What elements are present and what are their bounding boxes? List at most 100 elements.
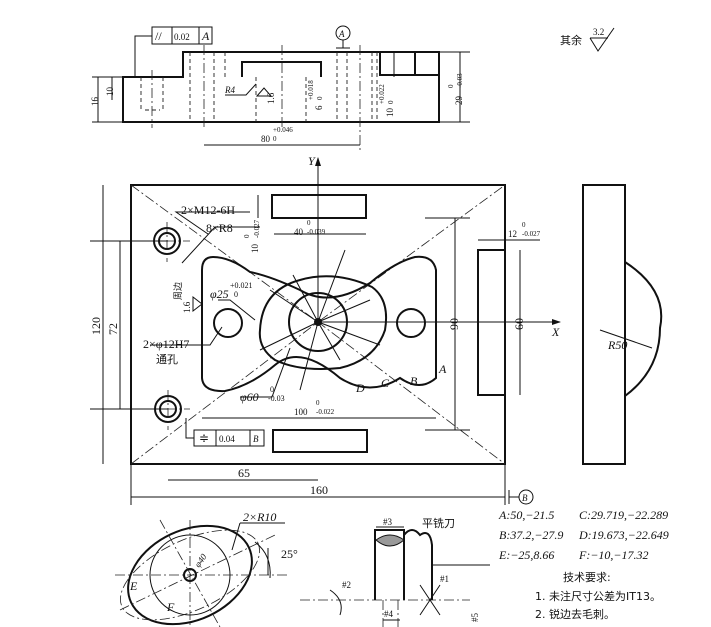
cam-profile xyxy=(201,255,437,393)
angle-arc xyxy=(254,541,271,579)
fcf-value: 0.02 xyxy=(174,32,190,42)
detail-view: 25° 2×R10 φ40 E F xyxy=(115,510,298,627)
roughness-value: 1.6 xyxy=(266,92,276,104)
perimeter-roughness-symbol xyxy=(192,295,203,313)
perimeter-roughness: 1.6 xyxy=(182,301,192,313)
dimension-lines xyxy=(90,185,540,505)
key-section xyxy=(477,249,506,396)
r10-leader xyxy=(231,522,285,551)
dim-10b-tol-upper: +0.022 xyxy=(378,84,386,104)
axis-x-label: X xyxy=(551,325,560,339)
symmetry-fcf: ≑ 0.04 B xyxy=(185,418,265,447)
cutter-label: 平铣刀 xyxy=(422,516,455,530)
dim-16: 16 xyxy=(90,97,100,107)
dim-160: 160 xyxy=(310,483,328,497)
dim-10-tol-upper: 0 xyxy=(243,234,251,238)
angle-label: 25° xyxy=(281,547,298,561)
phi25-tol-lower: 0 xyxy=(234,290,238,299)
phi60-label: φ60 xyxy=(240,390,259,404)
detail-profile xyxy=(127,524,253,626)
cutter-outline xyxy=(374,529,433,600)
side-view: R50 12 0 -0.027 60 xyxy=(477,184,663,465)
point-b: B xyxy=(410,374,418,388)
radius-r4: R4 xyxy=(224,85,235,95)
phi60-tol-lower: -0.03 xyxy=(268,394,285,403)
dim-10: 10 xyxy=(250,244,260,254)
dim-10b-tol-lower: 0 xyxy=(387,100,395,104)
coord-d: D:19.673,−22.649 xyxy=(578,528,669,542)
radial-lines xyxy=(259,249,381,391)
hole-note-through: 通孔 xyxy=(156,353,178,366)
point-d: D xyxy=(355,381,365,395)
coord-e: E:−25,8.66 xyxy=(498,548,554,562)
requirement-1: 1. 未注尺寸公差为IT13。 xyxy=(535,589,661,603)
dim-120: 120 xyxy=(89,317,103,335)
perimeter-label: 周边 xyxy=(173,282,184,300)
label-2: #2 xyxy=(342,580,351,590)
coord-c: C:29.719,−22.289 xyxy=(579,508,668,522)
dim-10-tol-lower: -0.027 xyxy=(253,219,261,238)
r50-leader xyxy=(599,329,653,349)
center-lines xyxy=(151,45,361,150)
datum-a-mark xyxy=(336,40,350,49)
r4-leader xyxy=(225,83,257,96)
phi60-tol-upper: 0 xyxy=(270,385,274,394)
fcf-leader xyxy=(134,35,152,77)
tool-centerlines xyxy=(300,599,470,627)
roughness-symbol xyxy=(255,87,273,97)
dim-29-tol-lower: -0.03 xyxy=(456,73,464,88)
technical-requirements: 技术要求: 1. 未注尺寸公差为IT13。 2. 锐边去毛刺。 xyxy=(535,571,661,621)
phi40-label: φ40 xyxy=(192,552,208,570)
dim-100-tol-lower: -0.022 xyxy=(316,408,335,416)
dim-100-tol-upper: 0 xyxy=(316,399,320,407)
top-view: // 0.02 A A 16 10 R4 1.6 6 +0.018 0 10 +… xyxy=(90,25,615,150)
cutter-hatch xyxy=(375,534,405,547)
side-outline xyxy=(582,184,626,465)
dim-40: 40 xyxy=(294,227,304,237)
dim-6: 6 xyxy=(314,105,324,110)
dim-12-tol-upper: 0 xyxy=(522,221,526,229)
rest-roughness-label: 其余 xyxy=(560,33,582,47)
rest-roughness-value: 3.2 xyxy=(593,27,604,37)
dim-40-tol-lower: -0.039 xyxy=(307,228,326,236)
datum-a-label: A xyxy=(338,29,345,39)
top-view-slot xyxy=(241,61,322,77)
rest-roughness-symbol xyxy=(589,27,615,52)
radius-note: 8×R8 xyxy=(206,221,233,235)
tool-lines xyxy=(329,526,490,621)
point-a: A xyxy=(438,362,447,376)
label-1: #1 xyxy=(440,574,449,584)
requirement-2: 2. 锐边去毛刺。 xyxy=(535,607,615,621)
coord-a: A:50,−21.5 xyxy=(498,508,554,522)
point-c: C xyxy=(381,376,390,390)
dim-40-tol-upper: 0 xyxy=(307,219,311,227)
center-lines xyxy=(115,519,290,627)
dim-6-tol-lower: 0 xyxy=(316,96,324,100)
dim-12: 12 xyxy=(508,229,517,239)
dimension-lines xyxy=(92,51,470,146)
bottom-slot xyxy=(272,429,368,453)
dim-90: 90 xyxy=(447,318,461,330)
hole-right xyxy=(396,308,426,338)
axis-y-label: Y xyxy=(308,154,316,168)
dim-80: 80 xyxy=(261,134,271,144)
parallelism-symbol: // xyxy=(155,29,162,43)
axis-arrows xyxy=(315,157,561,325)
requirements-title: 技术要求: xyxy=(563,571,611,584)
side-bulge xyxy=(624,261,663,397)
dim-6-tol-upper: +0.018 xyxy=(307,80,315,100)
coord-f: F:−10,−17.32 xyxy=(578,548,649,562)
leaders xyxy=(150,211,291,398)
label-4: #4 xyxy=(384,609,394,619)
label-5: #5 xyxy=(470,613,480,623)
fcf-datum: A xyxy=(201,29,210,43)
phi60-contour xyxy=(258,275,388,370)
datum-a: A xyxy=(335,25,351,49)
fcf-value: 0.04 xyxy=(219,434,235,444)
datum-b-label: B xyxy=(522,493,528,503)
dim-10b: 10 xyxy=(385,108,395,118)
threaded-hole-bottom xyxy=(148,390,190,430)
top-slot xyxy=(271,194,367,219)
fcf-datum: B xyxy=(253,434,259,444)
dim-100: 100 xyxy=(294,407,308,417)
